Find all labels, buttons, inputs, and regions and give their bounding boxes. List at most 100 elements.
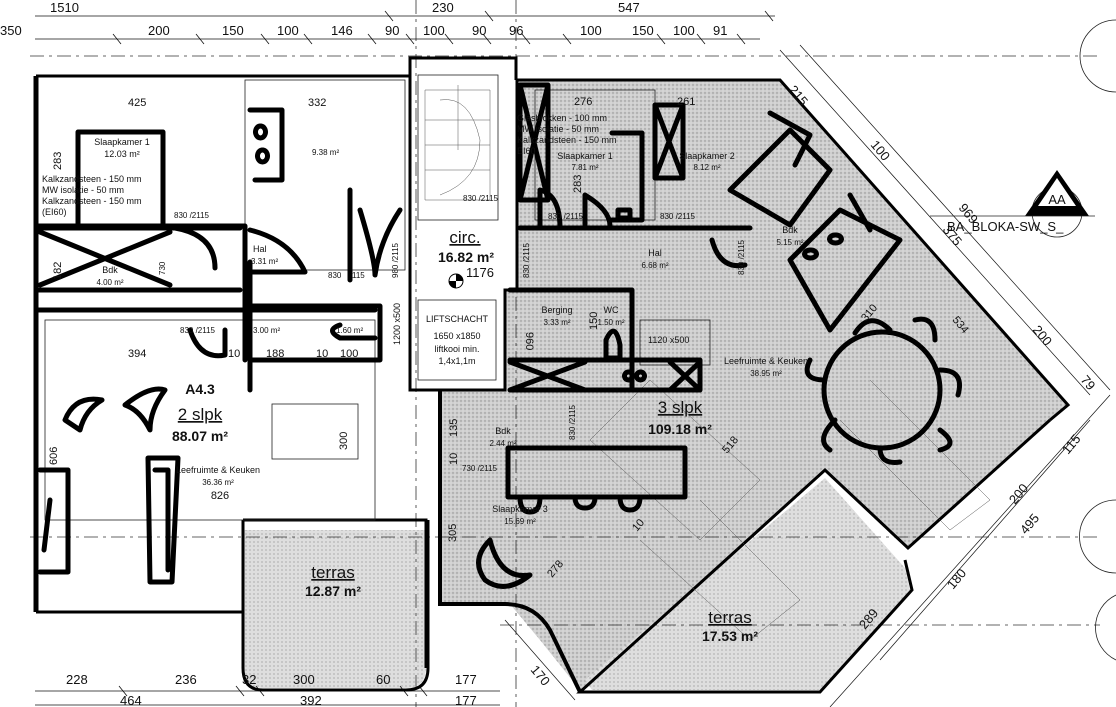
dim-top: 90 — [385, 23, 399, 38]
dim-top-overall: 230 — [432, 0, 454, 15]
dim-top: 150 — [222, 23, 244, 38]
dim-top-overall: 1510 — [50, 0, 79, 15]
dim-bottom: 464 — [120, 693, 142, 707]
dim-label: 10 — [448, 453, 460, 465]
dim-top: 100 — [673, 23, 695, 38]
dim-label: 300 — [338, 432, 350, 450]
wall-spec: Glasblokken - 100 mm — [517, 113, 607, 123]
dim-top: 100 — [580, 23, 602, 38]
room-area: 5.15 m² — [776, 238, 803, 247]
room-name: Slaapkamer 1 — [94, 137, 150, 147]
dim-bottom: 236 — [175, 672, 197, 687]
room-area: 3.33 m² — [543, 318, 570, 327]
dim-bottom: 32 — [242, 672, 256, 687]
dim-diagonal: 180 — [944, 566, 969, 592]
room-name: WC — [604, 305, 619, 315]
dim-bottom: 177 — [455, 693, 477, 707]
dim-label: 182 — [52, 262, 64, 280]
dim-top: 100 — [277, 23, 299, 38]
door-label: 830 /2115 — [737, 239, 746, 275]
dim-bottom: 60 — [376, 672, 390, 687]
section-marker: AA BA_BLOKA-SW_S_ — [930, 170, 1095, 238]
room-name: Berging — [541, 305, 572, 315]
level-mark: 1176 — [466, 265, 494, 280]
section-label: AA — [1048, 192, 1066, 207]
door-label: 830 /2115 — [463, 194, 499, 203]
unit-code: A4.3 — [185, 381, 215, 397]
door-label: 830 /2115 — [174, 211, 210, 220]
unit-area: 88.07 m² — [172, 428, 228, 444]
unit-type: 2 slpk — [178, 405, 223, 424]
door-label: 830 /2115 — [568, 404, 577, 440]
terrace-label: terras — [311, 563, 354, 582]
dim-top: 350 — [0, 23, 22, 38]
wall-spec: EI60 — [517, 146, 536, 156]
dim-label: 305 — [447, 524, 459, 542]
unit-right-labels: 276 261 Glasblokken - 100 mm MW isolatie… — [447, 96, 971, 644]
dim-label: 283 — [572, 175, 584, 193]
level-marker-icon — [448, 273, 464, 289]
dim-bottom: 300 — [293, 672, 315, 687]
lift-label: LIFTSCHACHT — [426, 314, 489, 324]
door-label: 830 /2115 — [180, 326, 216, 335]
unit-type: 3 slpk — [658, 398, 703, 417]
dim-label: 188 — [266, 348, 284, 360]
opening-label: 1120 x500 — [648, 335, 689, 345]
room-name: Hal — [253, 244, 267, 254]
dim-label: 10 — [316, 348, 328, 360]
dim-diagonal: 200 — [1030, 322, 1055, 348]
lift-label: 1650 x1850 — [433, 331, 480, 341]
wall-spec: Kalkzandsteen - 150 mm — [42, 174, 142, 184]
dim-bottom: 177 — [455, 672, 477, 687]
dim-label: 150 — [588, 312, 600, 330]
wall-spec: (EI60) — [42, 207, 67, 217]
lift-label: liftkooi min. — [434, 344, 479, 354]
dim-label: 425 — [128, 97, 146, 109]
room-area: 36.36 m² — [202, 478, 234, 487]
room-name: Slaapkamer 3 — [492, 504, 548, 514]
door-label: 730 /2115 — [462, 464, 498, 473]
dim-diagonal: 200 — [1006, 481, 1031, 507]
wall-spec: MW isolatie - 50 mm — [42, 185, 124, 195]
door-label: 980 /2115 — [391, 242, 400, 278]
dim-label: 115 — [352, 271, 365, 280]
room-area: 6.68 m² — [641, 261, 668, 270]
staircase — [424, 85, 491, 201]
dim-label: 10 — [228, 348, 240, 360]
wall-spec: Kalkzandsteen - 150 mm — [42, 196, 142, 206]
dim-label: 826 — [211, 490, 229, 502]
dim-bottom: 228 — [66, 672, 88, 687]
door-label: 830 /2115 — [522, 242, 531, 278]
room-name: Bdk — [102, 265, 118, 275]
dim-label: 960 — [523, 332, 535, 350]
dim-top: 91 — [713, 23, 727, 38]
dim-diagonal: 495 — [1017, 511, 1042, 537]
section-reference: BA_BLOKA-SW_S_ — [947, 219, 1064, 234]
dim-top: 90 — [472, 23, 486, 38]
dim-diagonal: 115 — [1059, 431, 1084, 457]
room-name: Leefruimte & Keuken — [176, 465, 260, 475]
room-area: 7.81 m² — [571, 163, 598, 172]
dim-label: 830 — [328, 271, 342, 280]
dim-top: 100 — [423, 23, 445, 38]
circulation-area: 16.82 m² — [438, 249, 494, 265]
room-area: 38.95 m² — [750, 369, 782, 378]
dim-label: 261 — [677, 96, 695, 108]
dim-label: 606 — [48, 447, 60, 465]
unit-area: 109.18 m² — [648, 421, 712, 437]
core-labels: circ. 16.82 m² 1176 830 /2115 LIFTSCHACH… — [426, 194, 499, 366]
room-name: Hal — [648, 248, 662, 258]
dim-diagonal: 100 — [868, 137, 893, 163]
unit-right-floor — [440, 80, 1068, 690]
door-label: 830 /2115 — [660, 212, 696, 221]
dim-top: 146 — [331, 23, 353, 38]
room-area: 1.60 m² — [336, 326, 363, 335]
dim-bottom: 392 — [300, 693, 322, 707]
shaded-areas — [243, 80, 1068, 690]
door-label: 830 /2115 — [548, 212, 584, 221]
dim-diagonal: 79 — [1078, 372, 1099, 393]
dim-label: 730 — [158, 261, 167, 275]
terrace-right-floor — [585, 478, 910, 690]
dim-top-overall: 547 — [618, 0, 640, 15]
